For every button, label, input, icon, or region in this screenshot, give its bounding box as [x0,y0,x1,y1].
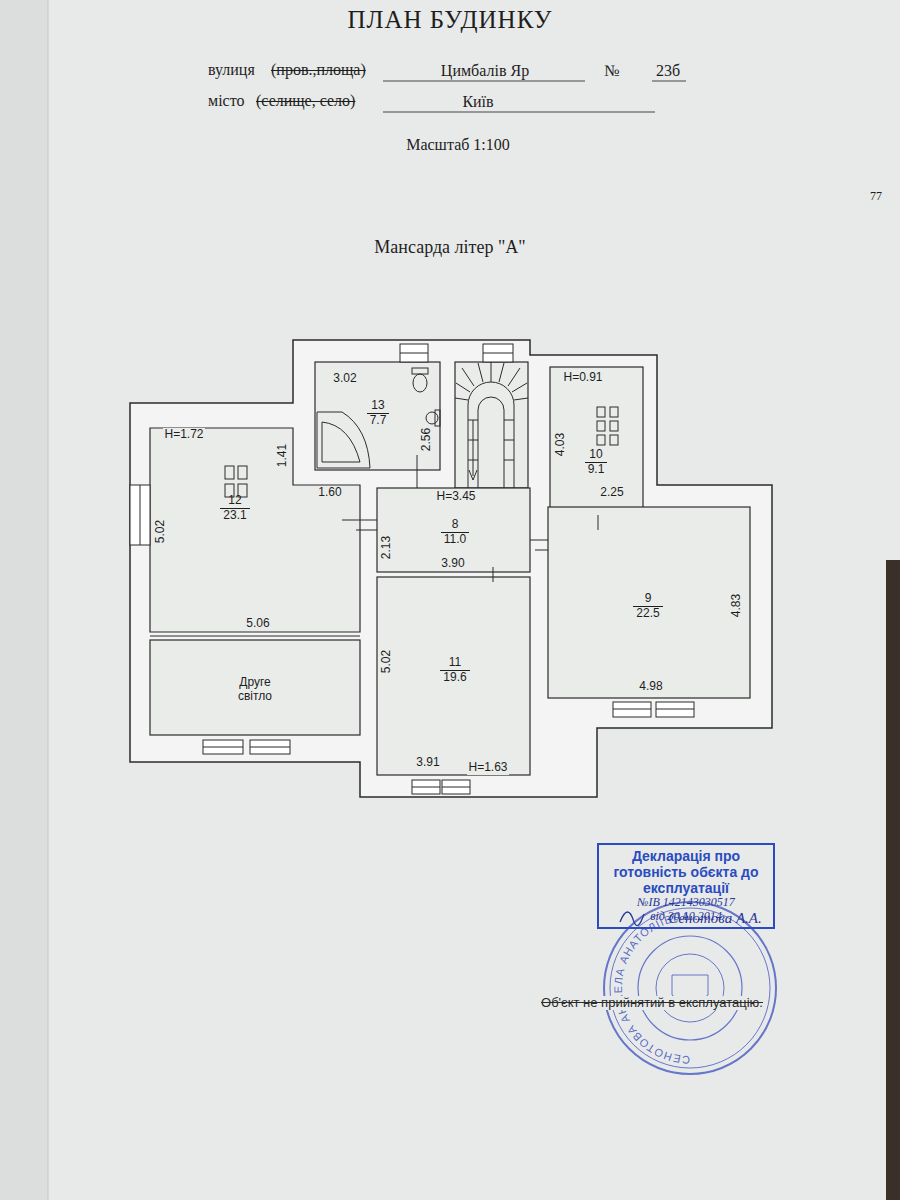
room-label: 922.5 [633,592,662,621]
dimension-label: H=3.45 [435,490,476,503]
dimension-label: H=1.63 [467,761,508,774]
room-area: 19.6 [440,671,469,685]
room-area: 7.7 [367,414,390,428]
room-label: 1223.1 [220,494,249,523]
dimension-label: 4.83 [730,593,743,618]
form-text: 77 [870,190,882,203]
stamp-heading: Декларація про готовність обєкта до експ… [603,848,769,896]
outer-wall [130,340,772,797]
form-text: (селище, село) [256,92,355,110]
dimension-label: 5.06 [245,617,270,630]
room-area: 22.5 [633,607,662,621]
skylights [225,407,618,497]
room-number: 13 [367,399,390,414]
seal-text-path: СЕНОТОВА АНЖЕЛА АНАТОЛІЇВНА [612,910,691,1066]
page-title: ПЛАН БУДИНКУ [347,6,552,34]
stamp-entry: №ІВ 142143030517 [603,896,769,910]
paper-fold [48,0,49,1200]
signature [620,912,644,926]
room-number: 12 [220,494,249,509]
dimension-label: 1.60 [317,486,342,499]
form-text: (пров.,площа) [271,61,366,79]
room-label: 1119.6 [440,656,469,685]
form-text: Масштаб 1:100 [406,136,510,154]
table-edge [886,560,900,1200]
room-area: 11.0 [441,533,469,547]
struck-note: Об'єкт не прийнятий в експлуатацію. [539,996,765,1010]
room-number: 9 [633,592,662,607]
room-area: 23.1 [220,509,249,523]
room-label: Друге світло [227,676,283,704]
dimension-label: 3.02 [332,372,357,385]
seal-text: СЕНОТОВА АНЖЕЛА АНАТОЛІЇВНА [612,910,691,1066]
room-number: 8 [441,518,469,533]
room-area: Друге світло [227,676,283,704]
form-text: Мансарда літер "А" [374,238,525,258]
bathroom-fixtures [317,368,440,468]
dimension-label: 4.03 [554,432,567,457]
windows [130,344,694,794]
handwritten-name: Сенотова А.А. [668,910,762,927]
form-underlines [383,81,686,112]
dimension-label: 3.91 [415,756,440,769]
dimension-label: 2.56 [420,427,433,452]
room-label: 137.7 [367,399,390,428]
form-text: 23б [656,62,680,80]
dimension-label: 5.02 [380,649,393,674]
room-number: 11 [440,656,469,671]
dimension-label: 4.98 [638,680,663,693]
staircase [455,362,528,488]
form-text: вулиця [208,61,255,79]
form-text: місто [208,92,244,110]
dimension-label: 1.41 [276,443,289,468]
door-marks [150,455,598,636]
dimension-label: H=1.72 [163,428,204,441]
dimension-label: 2.13 [380,535,393,560]
dimension-label: 2.25 [599,486,624,499]
dimension-label: 5.02 [154,519,167,544]
room-number: 10 [585,448,608,463]
room-area: 9.1 [585,463,608,477]
dimension-label: 3.90 [440,557,465,570]
dimension-label: H=0.91 [562,371,603,384]
room-label: 811.0 [441,518,469,547]
form-text: № [604,62,619,80]
rooms [150,362,750,775]
room-label: 109.1 [585,448,608,477]
form-text: Київ [462,93,493,111]
paper-margin [0,0,48,1200]
form-text: Цимбалів Яр [441,62,529,80]
